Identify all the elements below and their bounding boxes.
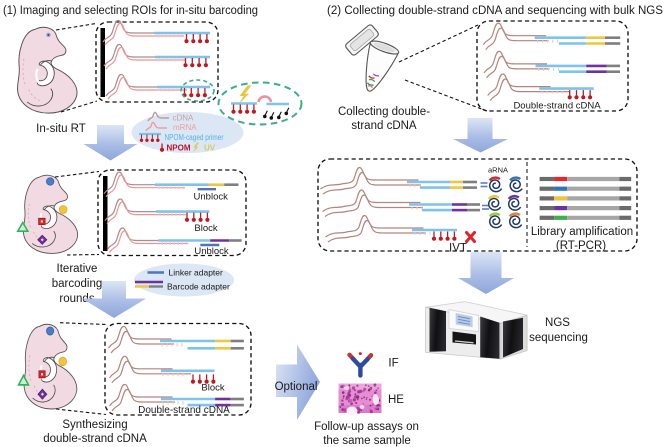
svg-text:Optional: Optional <box>275 381 318 393</box>
svg-text:Unblock: Unblock <box>194 192 229 203</box>
svg-text:sequencing: sequencing <box>529 332 588 344</box>
svg-text:NPOM-caged primer: NPOM-caged primer <box>165 133 224 142</box>
svg-text:HE: HE <box>388 394 404 406</box>
svg-text:the same sample: the same sample <box>323 435 411 447</box>
svg-text:Follow-up assays on: Follow-up assays on <box>314 421 419 433</box>
svg-text:barcoding: barcoding <box>52 278 103 290</box>
svg-text:Double-strand cDNA: Double-strand cDNA <box>138 405 230 416</box>
svg-text:(2) Collecting double-strand c: (2) Collecting double-strand cDNA and se… <box>327 5 663 17</box>
svg-text:Barcode adapter: Barcode adapter <box>167 282 230 292</box>
svg-text:IVT: IVT <box>449 243 467 255</box>
svg-text:aRNA: aRNA <box>488 166 508 175</box>
svg-text:Library amplification: Library amplification <box>531 226 633 238</box>
svg-text:NPOM: NPOM <box>167 144 191 153</box>
svg-text:(RT-PCR): (RT-PCR) <box>556 240 606 252</box>
svg-text:Collecting double-: Collecting double- <box>338 106 430 118</box>
svg-text:Block: Block <box>201 383 224 394</box>
svg-text:rounds: rounds <box>59 293 94 305</box>
svg-text:IF: IF <box>388 358 398 370</box>
svg-text:mRNA: mRNA <box>173 123 197 132</box>
svg-text:double-strand cDNA: double-strand cDNA <box>43 433 147 445</box>
svg-text:Double-strand cDNA: Double-strand cDNA <box>513 101 601 112</box>
svg-text:cDNA: cDNA <box>173 114 195 123</box>
svg-text:Block: Block <box>194 223 217 234</box>
svg-text:UV: UV <box>204 144 216 153</box>
svg-text:In-situ RT: In-situ RT <box>36 123 86 135</box>
svg-text:strand cDNA: strand cDNA <box>351 120 417 132</box>
svg-text:Iterative: Iterative <box>57 263 98 275</box>
svg-text:NGS: NGS <box>545 317 570 329</box>
svg-text:Unblock: Unblock <box>194 246 229 257</box>
svg-text:Linker adapter: Linker adapter <box>169 268 224 278</box>
svg-text:(1) Imaging and selecting ROIs: (1) Imaging and selecting ROIs for in-si… <box>3 5 258 17</box>
svg-text:Synthesizing: Synthesizing <box>62 419 127 431</box>
